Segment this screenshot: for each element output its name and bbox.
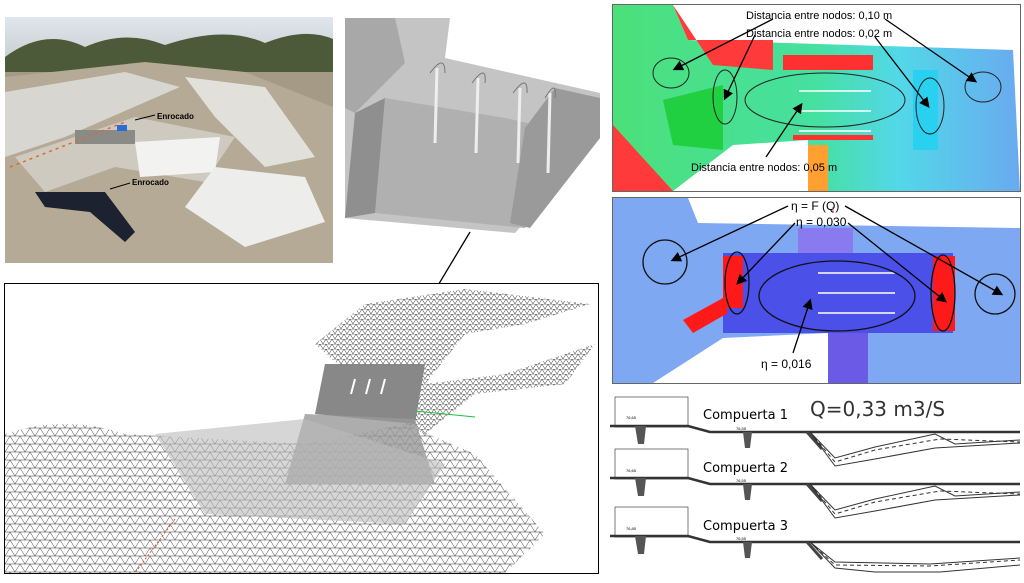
profile-compuerta-2	[608, 447, 1022, 520]
gate-label-1: Compuerta 1	[703, 408, 788, 423]
profile-compuerta-3	[610, 506, 1021, 573]
eta-0030-label: η = 0,030	[796, 215, 847, 229]
discharge-label: Q=0,33 m3/S	[810, 397, 945, 421]
mesh-density-panel: Distancia entre nodos: 0,10 m Distancia …	[612, 4, 1021, 192]
gate-3-elev-down: 76,55	[736, 536, 747, 541]
gate-2-elev-up: 76,65	[626, 468, 637, 473]
gate-1-elev-down: 76,55	[736, 426, 747, 431]
roughness-panel: η = F (Q) i η = 0,030 η = 0,016	[612, 197, 1021, 384]
gate-2-elev-down: 76,55	[736, 478, 747, 483]
site-photo: Enrocado Enrocado	[5, 17, 333, 263]
gate-label-2: Compuerta 2	[703, 461, 788, 476]
photo-label-enrocado-1: Enrocado	[157, 112, 194, 121]
terrain-mesh-view	[4, 283, 599, 574]
mesh-label-0-02: Distancia entre nodos: 0,02 m	[746, 28, 892, 40]
gate-3d-model	[345, 18, 602, 233]
gate-label-3: Compuerta 3	[703, 519, 788, 534]
mesh-label-0-10: Distancia entre nodos: 0,10 m	[746, 10, 892, 22]
gate-3-elev-up: 76,85	[626, 526, 637, 531]
eta-function-label: η = F (Q)	[791, 199, 839, 213]
gate-profiles: Q=0,33 m3/S Compuerta 1 76,65 76,55 Comp…	[608, 392, 1024, 578]
photo-label-enrocado-2: Enrocado	[132, 178, 169, 187]
mesh-label-0-05: Distancia entre nodos: 0,05 m	[691, 162, 837, 174]
profile-compuerta-1	[610, 396, 1021, 467]
eta-function-subscript: i	[832, 206, 834, 215]
eta-0016-label: η = 0,016	[761, 357, 812, 371]
gate-1-elev-up: 76,65	[626, 415, 637, 420]
